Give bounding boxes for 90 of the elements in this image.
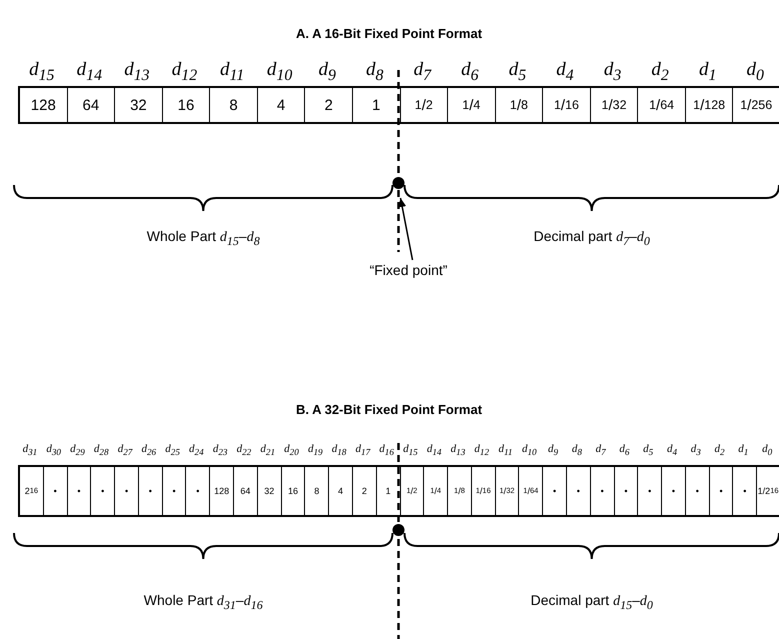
bit-label: d$_{2}$ [714, 444, 725, 455]
bit-label: d$_{4}$ [666, 444, 678, 455]
bit-weight-cell: • [638, 467, 662, 515]
part-label: Whole Part d$_{31}$–d$_{16}$ [144, 592, 263, 610]
bit-label: d$_{7}$ [596, 444, 606, 455]
section-title: A. A 16-Bit Fixed Point Format [296, 26, 482, 41]
bit-label: d$_{10}$ [266, 60, 292, 79]
point-marker [392, 524, 404, 536]
bit-label: d$_{25}$ [165, 444, 180, 455]
bit-label: d$_{29}$ [70, 444, 85, 455]
bit-label: d$_{12}$ [172, 60, 198, 79]
bit-label: d$_{8}$ [572, 444, 582, 455]
bit-weight-cell: • [68, 467, 92, 515]
bit-label: d$_{16}$ [379, 444, 394, 455]
bit-label: d$_{15}$ [403, 444, 418, 455]
bit-weight-cell: • [543, 467, 567, 515]
bit-weight-cell: 1 [352, 88, 400, 122]
bit-label: d$_{23}$ [212, 444, 228, 455]
part-label: Whole Part d$_{15}$–d$_{8}$ [146, 228, 260, 246]
bit-weight-cell: 2 [352, 467, 377, 515]
bit-label: d$_{7}$ [414, 60, 431, 79]
bit-weight-cell: • [733, 467, 758, 515]
bit-label: d$_{14}$ [426, 444, 442, 455]
bit-weight-cell: 16 [282, 467, 306, 515]
bit-label: d$_{13}$ [450, 444, 466, 455]
bit-label: d$_{11}$ [498, 444, 512, 455]
bit-weight-cell: 8 [305, 467, 330, 515]
bit-label: d$_{12}$ [474, 444, 490, 455]
bit-label: d$_{17}$ [356, 444, 370, 455]
bit-weight-cell: • [686, 467, 710, 515]
bit-weight-cell: • [44, 467, 68, 515]
bit-weight-cell: • [115, 467, 139, 515]
bit-label: d$_{27}$ [118, 444, 132, 455]
bit-label: d$_{10}$ [522, 444, 537, 455]
leader-line [398, 198, 414, 260]
part-label: Decimal part d$_{7}$–d$_{0}$ [534, 228, 650, 246]
bit-weight-cell: • [186, 467, 210, 515]
bit-label: d$_{30}$ [46, 444, 61, 455]
bit-label: d$_{2}$ [651, 60, 669, 79]
part-label: Decimal part d$_{15}$–d$_{0}$ [530, 592, 653, 610]
bit-label: d$_{11}$ [220, 60, 244, 79]
callout-label: “Fixed point” [370, 262, 448, 278]
bit-weight-cell: • [662, 467, 686, 515]
bit-label: d$_{4}$ [556, 60, 574, 79]
bit-label: d$_{5}$ [643, 444, 654, 455]
bit-label: d$_{6}$ [461, 60, 479, 79]
bit-label: d$_{19}$ [308, 444, 323, 455]
bit-label: d$_{28}$ [94, 444, 109, 455]
bit-weight-cell: • [590, 467, 615, 515]
bit-label: d$_{9}$ [548, 444, 558, 455]
bit-label: d$_{3}$ [604, 60, 622, 79]
bit-weight-cell: • [566, 467, 591, 515]
bit-weight-cell: • [91, 467, 116, 515]
bit-label: d$_{13}$ [124, 60, 150, 79]
bit-label: d$_{5}$ [508, 60, 526, 79]
bit-label: d$_{14}$ [76, 60, 102, 79]
bit-label: d$_{15}$ [29, 60, 54, 79]
bit-label: d$_{3}$ [690, 444, 701, 455]
section-title: B. A 32-Bit Fixed Point Format [296, 402, 482, 417]
bit-weight-cell: 4 [258, 88, 306, 122]
bit-label: d$_{6}$ [619, 444, 630, 455]
bit-weight-cell: 128 [20, 88, 68, 122]
point-marker [392, 177, 404, 189]
bit-weight-cell: 64 [68, 88, 116, 122]
bit-weight-cell: • [614, 467, 638, 515]
bit-weight-cell: • [162, 467, 186, 515]
bit-weight-cell: • [710, 467, 734, 515]
bit-label: d$_{0}$ [746, 60, 764, 79]
bit-weight-cell: 16 [162, 88, 210, 122]
bit-weight-cell: 2 [305, 88, 353, 122]
bit-weight-cell: 128 [210, 467, 234, 515]
bit-weight-cell: 32 [258, 467, 282, 515]
bit-label: d$_{24}$ [189, 444, 204, 455]
bit-label: d$_{9}$ [318, 60, 336, 79]
bit-label: d$_{0}$ [762, 444, 772, 455]
bit-weight-cell: • [138, 467, 163, 515]
bit-weight-cell: 8 [210, 88, 258, 122]
bit-label: d$_{21}$ [260, 444, 276, 455]
bit-label: d$_{1}$ [698, 60, 716, 79]
bit-label: d$_{22}$ [236, 444, 252, 455]
bit-weight-cell: 4 [329, 467, 353, 515]
bit-weight-cell: 1 [376, 467, 400, 515]
bit-label: d$_{1}$ [738, 444, 748, 455]
bit-weight-cell: 64 [234, 467, 258, 515]
bit-label: d$_{18}$ [332, 444, 346, 455]
bit-label: d$_{31}$ [22, 444, 38, 455]
bit-label: d$_{26}$ [141, 444, 156, 455]
bit-label: d$_{20}$ [284, 444, 299, 455]
bit-weight-cell: 32 [115, 88, 163, 122]
bit-label: d$_{8}$ [366, 60, 384, 79]
